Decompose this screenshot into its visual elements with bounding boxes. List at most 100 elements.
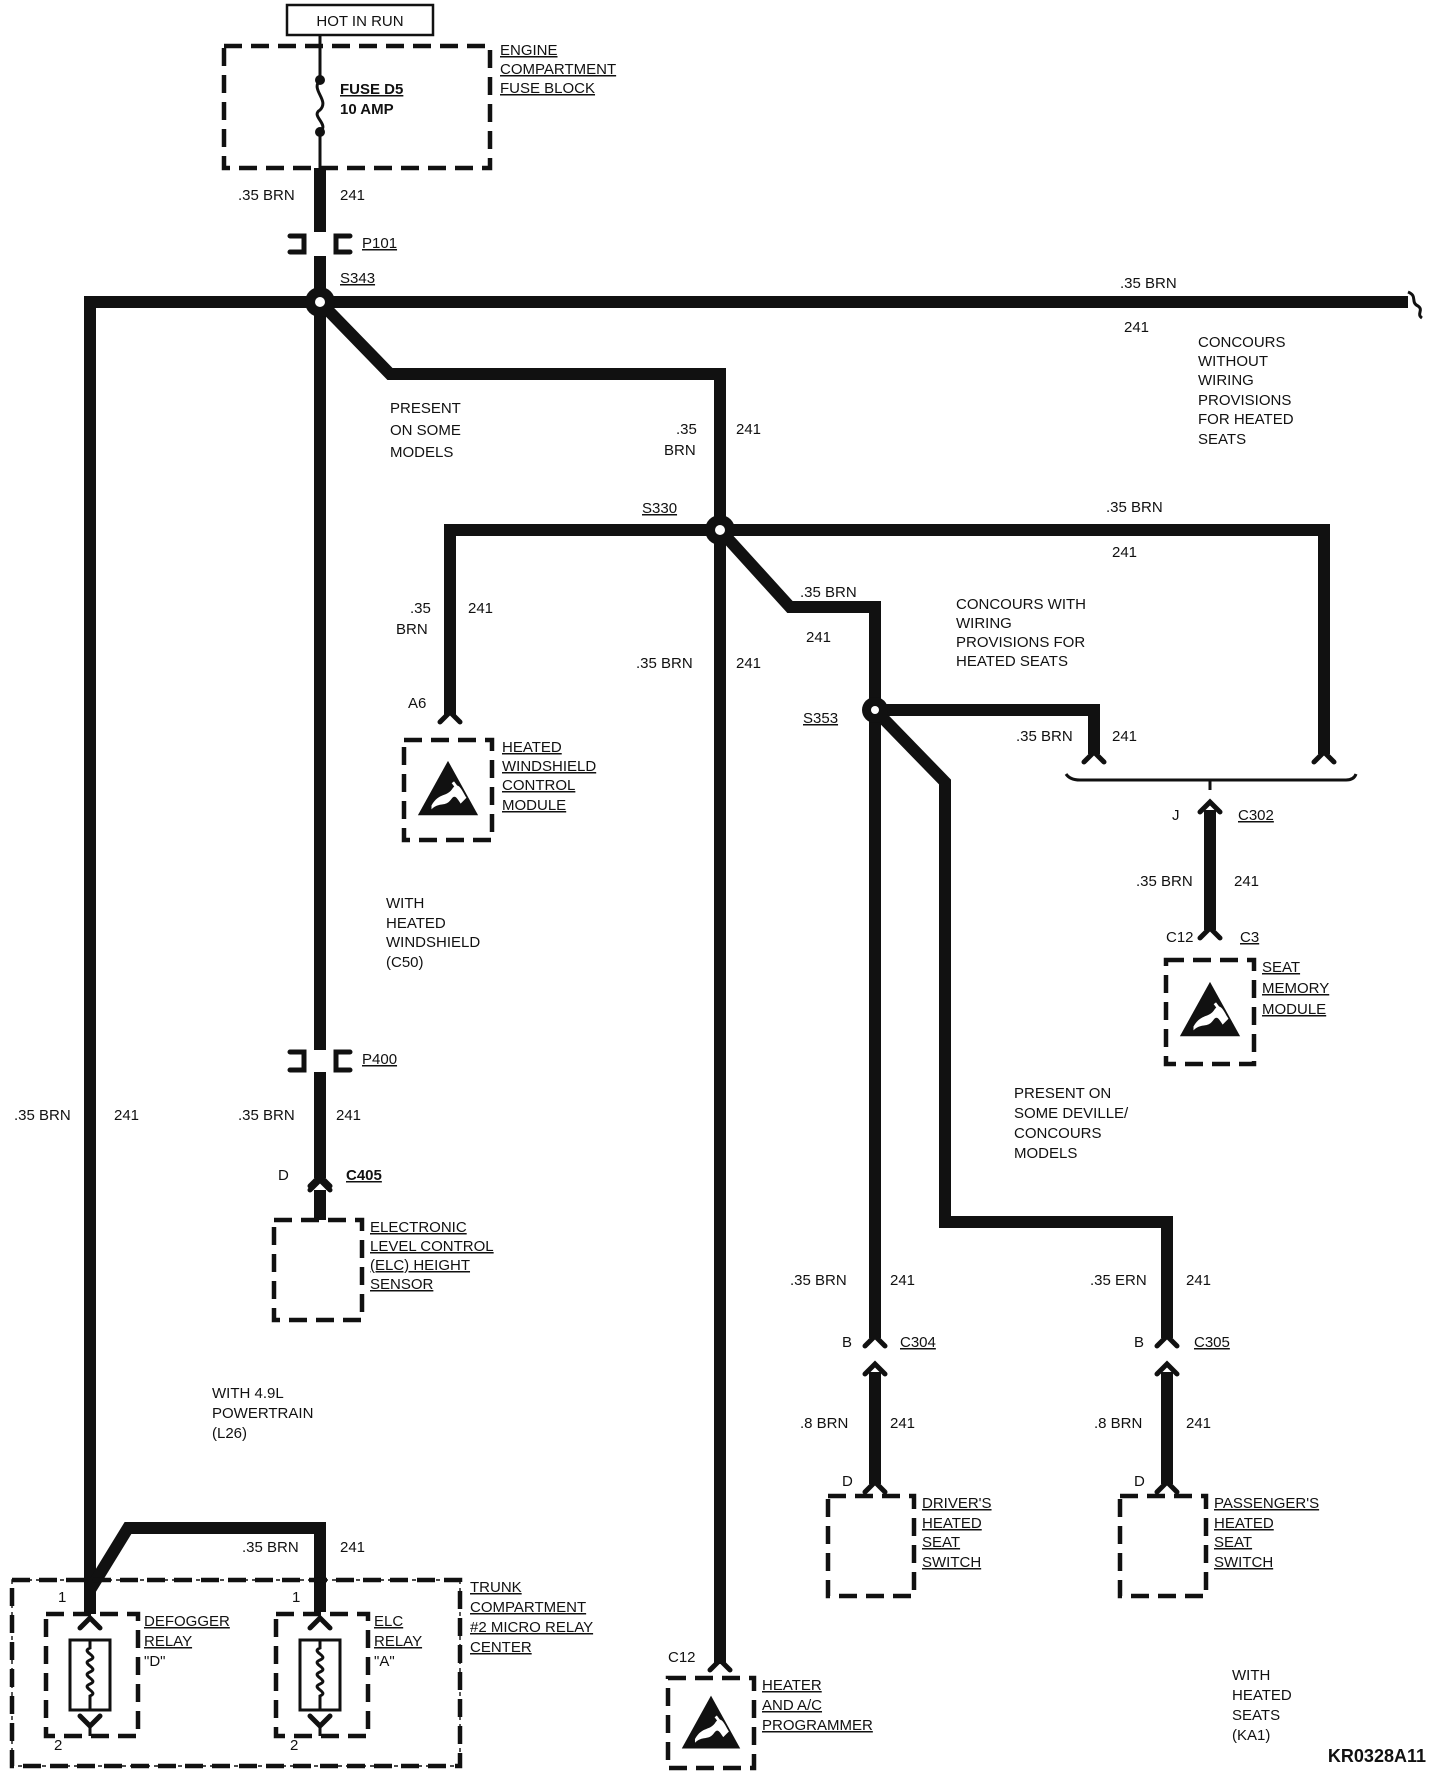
svg-text:241: 241	[736, 421, 761, 438]
svg-text:HEATED: HEATED	[502, 739, 562, 756]
connector-drivers-d: D	[842, 1473, 888, 1495]
wire-label-s330-right: .35 BRN 241	[1106, 499, 1163, 561]
svg-text:WIRING: WIRING	[1198, 372, 1254, 389]
svg-text:CONCOURS: CONCOURS	[1198, 334, 1286, 351]
svg-text:241: 241	[336, 1107, 361, 1124]
esd-sensitive-icon	[414, 755, 482, 823]
svg-text:PRESENT ON: PRESENT ON	[1014, 1085, 1111, 1102]
engine-fuse-block-label: ENGINE COMPARTMENT FUSE BLOCK	[500, 42, 616, 97]
svg-text:RELAY: RELAY	[374, 1633, 422, 1650]
wire-label-passengers-lower: .8 BRN 241	[1094, 1415, 1211, 1432]
svg-text:ENGINE: ENGINE	[500, 42, 558, 59]
svg-text:PROVISIONS FOR: PROVISIONS FOR	[956, 634, 1085, 651]
svg-text:FOR HEATED: FOR HEATED	[1198, 411, 1294, 428]
svg-text:241: 241	[1112, 544, 1137, 561]
hot-in-run-label: HOT IN RUN	[285, 3, 435, 37]
elc-height-sensor-label: ELECTRONIC LEVEL CONTROL (ELC) HEIGHT SE…	[370, 1219, 494, 1293]
seat-memory-label: SEAT MEMORY MODULE	[1262, 959, 1329, 1018]
elc-relay: 1 2	[273, 1589, 371, 1754]
connector-passengers-d: D	[1134, 1473, 1180, 1495]
svg-text:WINDSHIELD: WINDSHIELD	[502, 758, 596, 775]
svg-text:DEFOGGER: DEFOGGER	[144, 1613, 230, 1630]
svg-text:.35: .35	[676, 421, 697, 438]
heated-windshield-label: HEATED WINDSHIELD CONTROL MODULE	[502, 739, 596, 814]
wire-s330-to-s353	[715, 525, 881, 710]
passengers-heated-seat-switch	[1117, 1493, 1209, 1599]
svg-text:.35 BRN: .35 BRN	[636, 655, 693, 672]
splice-s330: S330	[642, 500, 735, 545]
wire-s330-branch	[444, 524, 1330, 754]
svg-text:.35 BRN: .35 BRN	[790, 1272, 847, 1289]
wire-bus-continuation	[1407, 290, 1423, 320]
wire-label-feed: .35 BRN 241	[238, 187, 365, 204]
svg-text:POWERTRAIN: POWERTRAIN	[212, 1405, 313, 1422]
svg-text:241: 241	[736, 655, 761, 672]
diagram-code: KR0328A11	[1328, 1746, 1426, 1766]
svg-text:WIRING: WIRING	[956, 615, 1012, 632]
wire-label-relays: .35 BRN 241	[242, 1539, 365, 1556]
svg-text:241: 241	[1186, 1415, 1211, 1432]
connector-c305: B C305	[1134, 1332, 1230, 1377]
svg-text:.35 BRN: .35 BRN	[1120, 275, 1177, 292]
svg-text:SEAT: SEAT	[1214, 1534, 1252, 1551]
svg-text:MODULE: MODULE	[1262, 1001, 1326, 1018]
connector-a6: A6	[408, 695, 463, 725]
engine-fuse-block	[221, 43, 493, 171]
svg-text:COMPARTMENT: COMPARTMENT	[500, 61, 616, 78]
drivers-heated-seat-label: DRIVER'S HEATED SEAT SWITCH	[922, 1495, 992, 1571]
svg-text:#2 MICRO RELAY: #2 MICRO RELAY	[470, 1619, 593, 1636]
esd-sensitive-icon	[1176, 976, 1244, 1044]
svg-text:D: D	[842, 1473, 853, 1490]
wire-label-drivers-lower: .8 BRN 241	[800, 1415, 915, 1432]
svg-text:D: D	[1134, 1473, 1145, 1490]
svg-text:S353: S353	[803, 710, 838, 727]
svg-text:SENSOR: SENSOR	[370, 1276, 434, 1293]
svg-text:HOT IN RUN: HOT IN RUN	[316, 13, 403, 30]
svg-text:1: 1	[292, 1589, 300, 1606]
svg-text:.35 BRN: .35 BRN	[238, 187, 295, 204]
svg-text:241: 241	[340, 1539, 365, 1556]
wire-label-hvac: .35 BRN 241	[636, 655, 761, 672]
elc-relay-label: ELC RELAY "A"	[374, 1613, 422, 1670]
wire-s353-to-c302	[875, 704, 1100, 754]
svg-text:HEATED SEATS: HEATED SEATS	[956, 653, 1068, 670]
svg-text:C302: C302	[1238, 807, 1274, 824]
defogger-relay: 1 2	[43, 1589, 141, 1754]
svg-text:ELECTRONIC: ELECTRONIC	[370, 1219, 467, 1236]
svg-text:241: 241	[1186, 1272, 1211, 1289]
svg-text:.35 BRN: .35 BRN	[238, 1107, 295, 1124]
svg-text:MEMORY: MEMORY	[1262, 980, 1329, 997]
svg-text:PRESENT: PRESENT	[390, 400, 461, 417]
svg-text:C305: C305	[1194, 1334, 1230, 1351]
svg-text:241: 241	[1112, 728, 1137, 745]
svg-text:SWITCH: SWITCH	[1214, 1554, 1273, 1571]
svg-text:241: 241	[806, 629, 831, 646]
svg-text:SEATS: SEATS	[1232, 1707, 1280, 1724]
svg-text:PROGRAMMER: PROGRAMMER	[762, 1717, 873, 1734]
svg-text:ELC: ELC	[374, 1613, 403, 1630]
defogger-relay-label: DEFOGGER RELAY "D"	[144, 1613, 230, 1670]
svg-text:J: J	[1172, 807, 1180, 824]
svg-text:241: 241	[1234, 873, 1259, 890]
svg-text:FUSE BLOCK: FUSE BLOCK	[500, 80, 595, 97]
wire-relays-loop	[84, 1522, 326, 1612]
wire-s353-to-passengers	[870, 705, 1173, 1338]
svg-text:SWITCH: SWITCH	[922, 1554, 981, 1571]
splice-s353: S353	[803, 697, 888, 727]
note-concours-with: CONCOURS WITH WIRING PROVISIONS FOR HEAT…	[956, 596, 1086, 670]
svg-text:.35: .35	[410, 600, 431, 617]
svg-text:DRIVER'S: DRIVER'S	[922, 1495, 992, 1512]
svg-text:.8 BRN: .8 BRN	[1094, 1415, 1142, 1432]
svg-text:BRN: BRN	[664, 442, 696, 459]
svg-text:(C50): (C50)	[386, 954, 424, 971]
svg-text:HEATER: HEATER	[762, 1677, 822, 1694]
wire-label-seat-memory: .35 BRN 241	[1136, 873, 1259, 890]
svg-text:A6: A6	[408, 695, 426, 712]
wire-label-s343-s330: .35 BRN 241	[664, 421, 761, 459]
svg-text:"A": "A"	[374, 1653, 395, 1670]
svg-text:HEATED: HEATED	[922, 1515, 982, 1532]
svg-text:241: 241	[340, 187, 365, 204]
svg-text:TRUNK: TRUNK	[470, 1579, 522, 1596]
svg-text:C3: C3	[1240, 929, 1259, 946]
connector-p400: P400	[287, 1049, 397, 1073]
